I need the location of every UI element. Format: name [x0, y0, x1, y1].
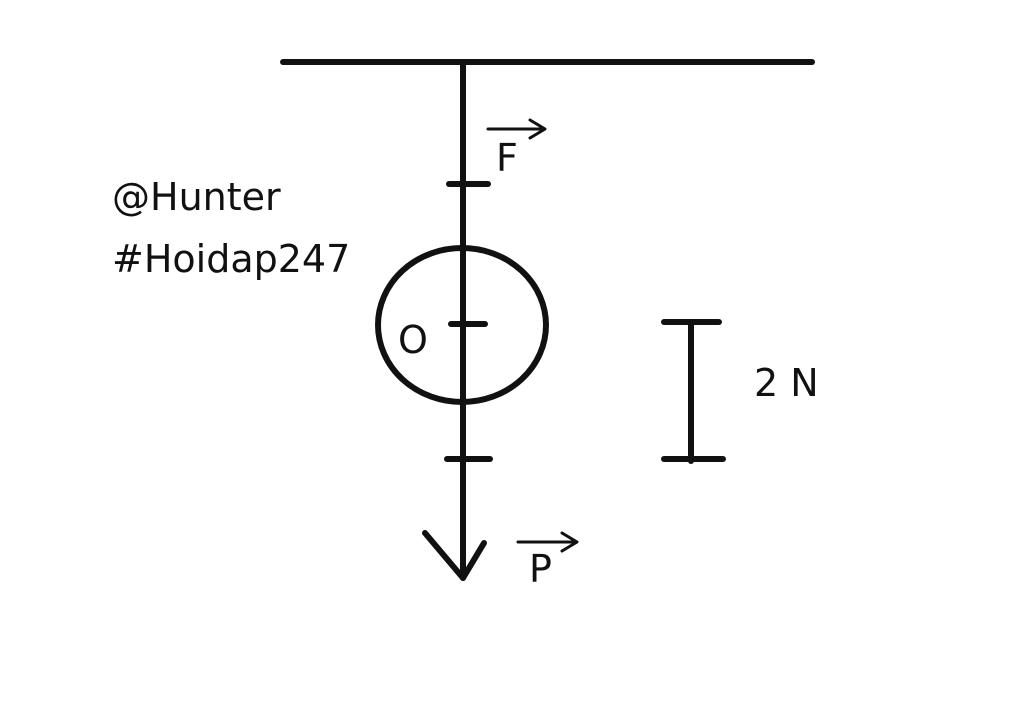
- vector-f-arrow-head: [528, 118, 547, 140]
- arrowhead-down: [422, 530, 487, 581]
- credit-tag: #Hoidap247: [112, 237, 350, 281]
- credit-author: @Hunter: [112, 175, 281, 219]
- vector-f-label: F: [486, 118, 547, 180]
- vector-p-arrow-head: [560, 531, 579, 553]
- force-p-text: P: [529, 547, 552, 591]
- ball-circle: [375, 245, 549, 405]
- scale-label: 2 N: [754, 361, 819, 405]
- center-label: O: [398, 318, 428, 362]
- scale-bar: [661, 319, 726, 464]
- force-f-text: F: [496, 136, 518, 180]
- vector-p-label: P: [516, 531, 579, 591]
